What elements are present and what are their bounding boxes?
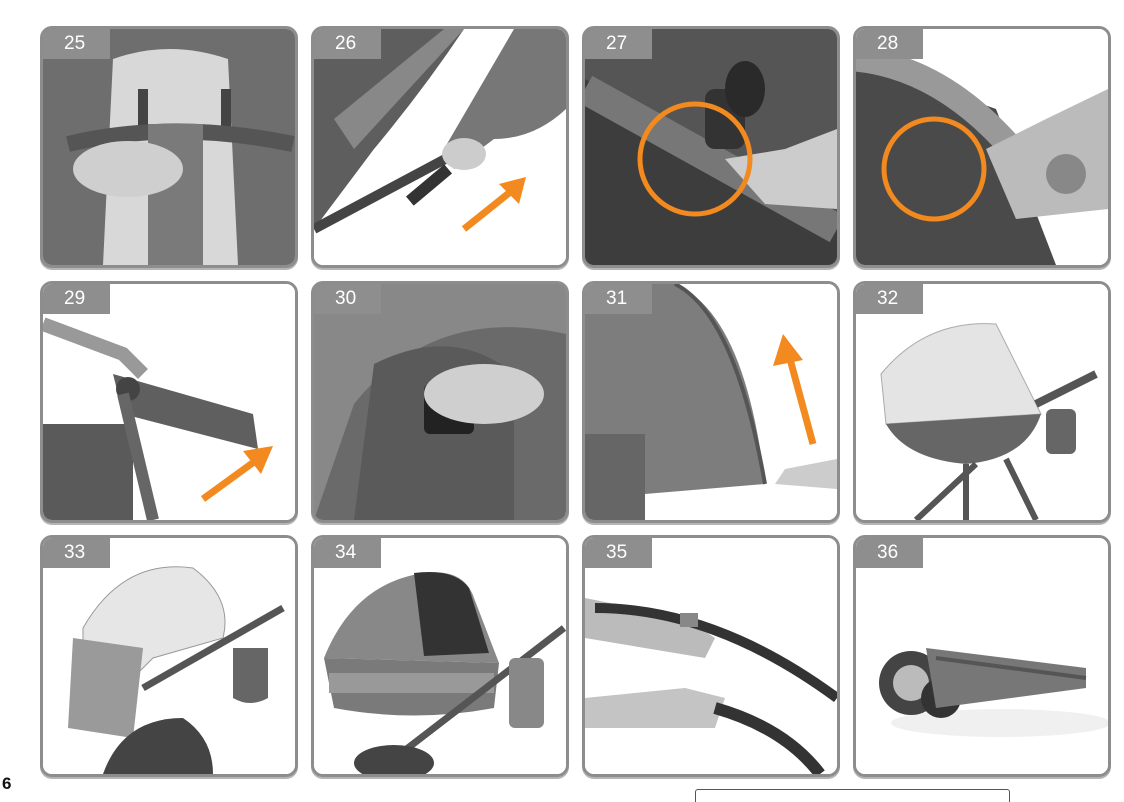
step-number: 26: [314, 29, 381, 59]
step-panel-31: 31: [582, 281, 840, 523]
step-illustration: [43, 29, 295, 265]
step-number: 34: [314, 538, 381, 568]
step-panel-34: 34: [311, 535, 569, 777]
step-illustration: [856, 538, 1108, 774]
step-number: 27: [585, 29, 652, 59]
step-illustration: [856, 29, 1108, 265]
step-number: 36: [856, 538, 923, 568]
footer-box: [695, 789, 1010, 802]
step-illustration: [585, 538, 837, 774]
step-number: 30: [314, 284, 381, 314]
step-panel-28: 28: [853, 26, 1111, 268]
step-panel-26: 26: [311, 26, 569, 268]
step-number: 32: [856, 284, 923, 314]
step-panel-29: 29: [40, 281, 298, 523]
step-panel-27: 27: [582, 26, 840, 268]
step-panel-25: 25: [40, 26, 298, 268]
step-illustration: [585, 284, 837, 520]
step-panel-30: 30: [311, 281, 569, 523]
step-illustration: [314, 284, 566, 520]
step-illustration: [43, 284, 295, 520]
page-number: 6: [2, 774, 12, 793]
step-panel-35: 35: [582, 535, 840, 777]
step-panel-32: 32: [853, 281, 1111, 523]
step-panel-33: 33: [40, 535, 298, 777]
step-number: 28: [856, 29, 923, 59]
step-number: 35: [585, 538, 652, 568]
step-illustration: [585, 29, 837, 265]
step-illustration: [43, 538, 295, 774]
step-number: 31: [585, 284, 652, 314]
step-illustration: [314, 29, 566, 265]
step-panel-36: 36: [853, 535, 1111, 777]
step-number: 25: [43, 29, 110, 59]
step-illustration: [314, 538, 566, 774]
step-number: 29: [43, 284, 110, 314]
step-illustration: [856, 284, 1108, 520]
step-number: 33: [43, 538, 110, 568]
